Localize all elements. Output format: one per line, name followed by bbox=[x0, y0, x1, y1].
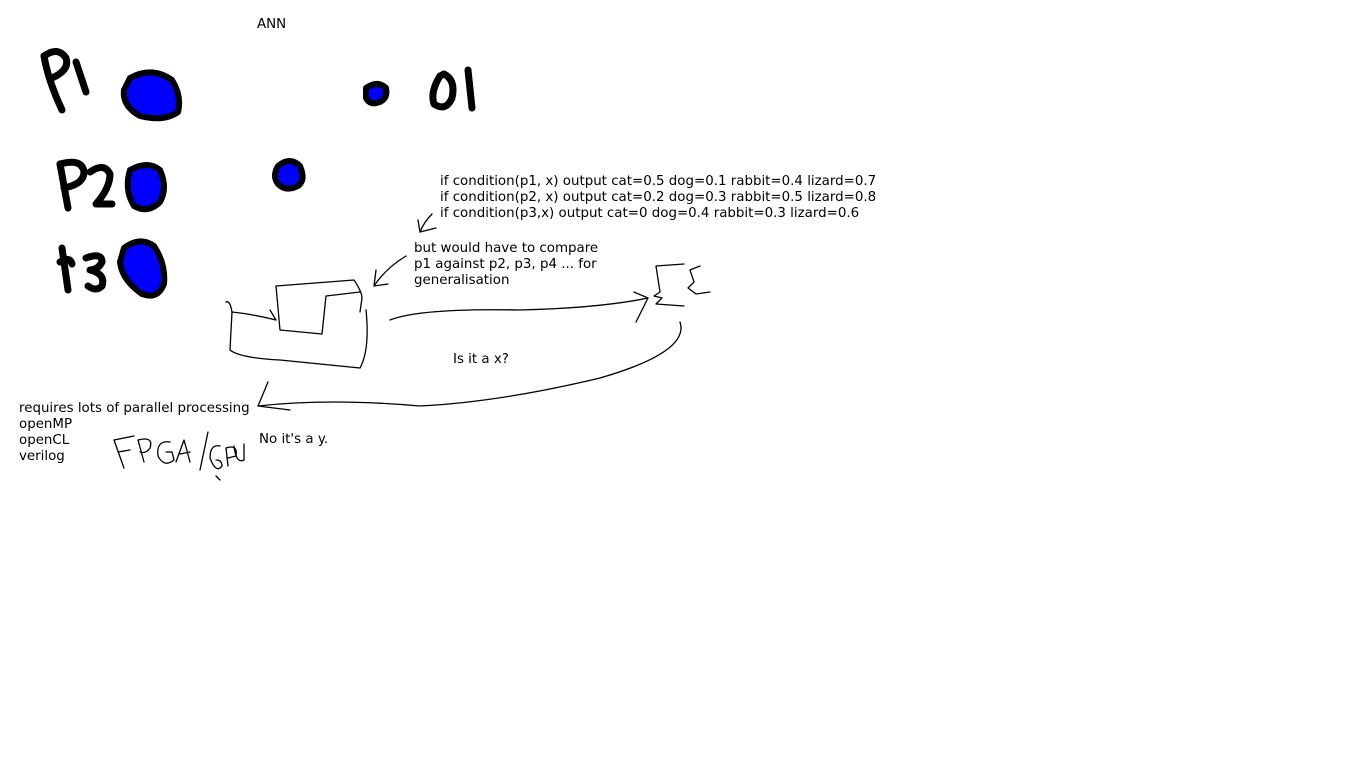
handwritten-fpga-gpu bbox=[113, 431, 245, 471]
arrow-sum-back bbox=[257, 321, 682, 411]
condition-line: if condition(p2, x) output cat=0.2 dog=0… bbox=[440, 190, 877, 205]
arrow-box-to-sum bbox=[389, 291, 649, 323]
sum-symbols bbox=[653, 263, 711, 307]
condition-line: if condition(p1, x) output cat=0.5 dog=0… bbox=[440, 174, 877, 189]
parallel-note-line: verilog bbox=[19, 449, 65, 464]
compare-note-line: but would have to compare bbox=[414, 241, 599, 256]
handwritten-label-o1 bbox=[429, 66, 476, 112]
input-node-p1 bbox=[120, 69, 183, 122]
sketch-stroke bbox=[215, 475, 221, 481]
input-node-p3 bbox=[117, 238, 168, 299]
parallel-note-line: requires lots of parallel processing bbox=[19, 401, 250, 416]
answer-text: No it's a y. bbox=[259, 432, 329, 447]
question-text: Is it a x? bbox=[453, 352, 509, 367]
arrow-note-to-box bbox=[373, 255, 407, 287]
output-node-o1 bbox=[363, 81, 390, 107]
compare-note-line: generalisation bbox=[414, 273, 510, 288]
arrow-conditions-to-note bbox=[417, 213, 437, 233]
condition-line: if condition(p3,x) output cat=0 dog=0.4 … bbox=[440, 206, 860, 221]
parallel-note-line: openMP bbox=[19, 417, 73, 432]
hidden-node bbox=[272, 158, 306, 192]
input-node-p2 bbox=[124, 162, 167, 213]
page-title: ANN bbox=[257, 17, 287, 32]
handwritten-label-p1 bbox=[40, 48, 90, 114]
box-sketch bbox=[225, 279, 368, 369]
compare-note-line: p1 against p2, p3, p4 ... for bbox=[414, 257, 597, 272]
parallel-note-line: openCL bbox=[19, 433, 70, 448]
handwritten-label-p3 bbox=[56, 244, 107, 294]
handwritten-label-p2 bbox=[56, 158, 116, 212]
